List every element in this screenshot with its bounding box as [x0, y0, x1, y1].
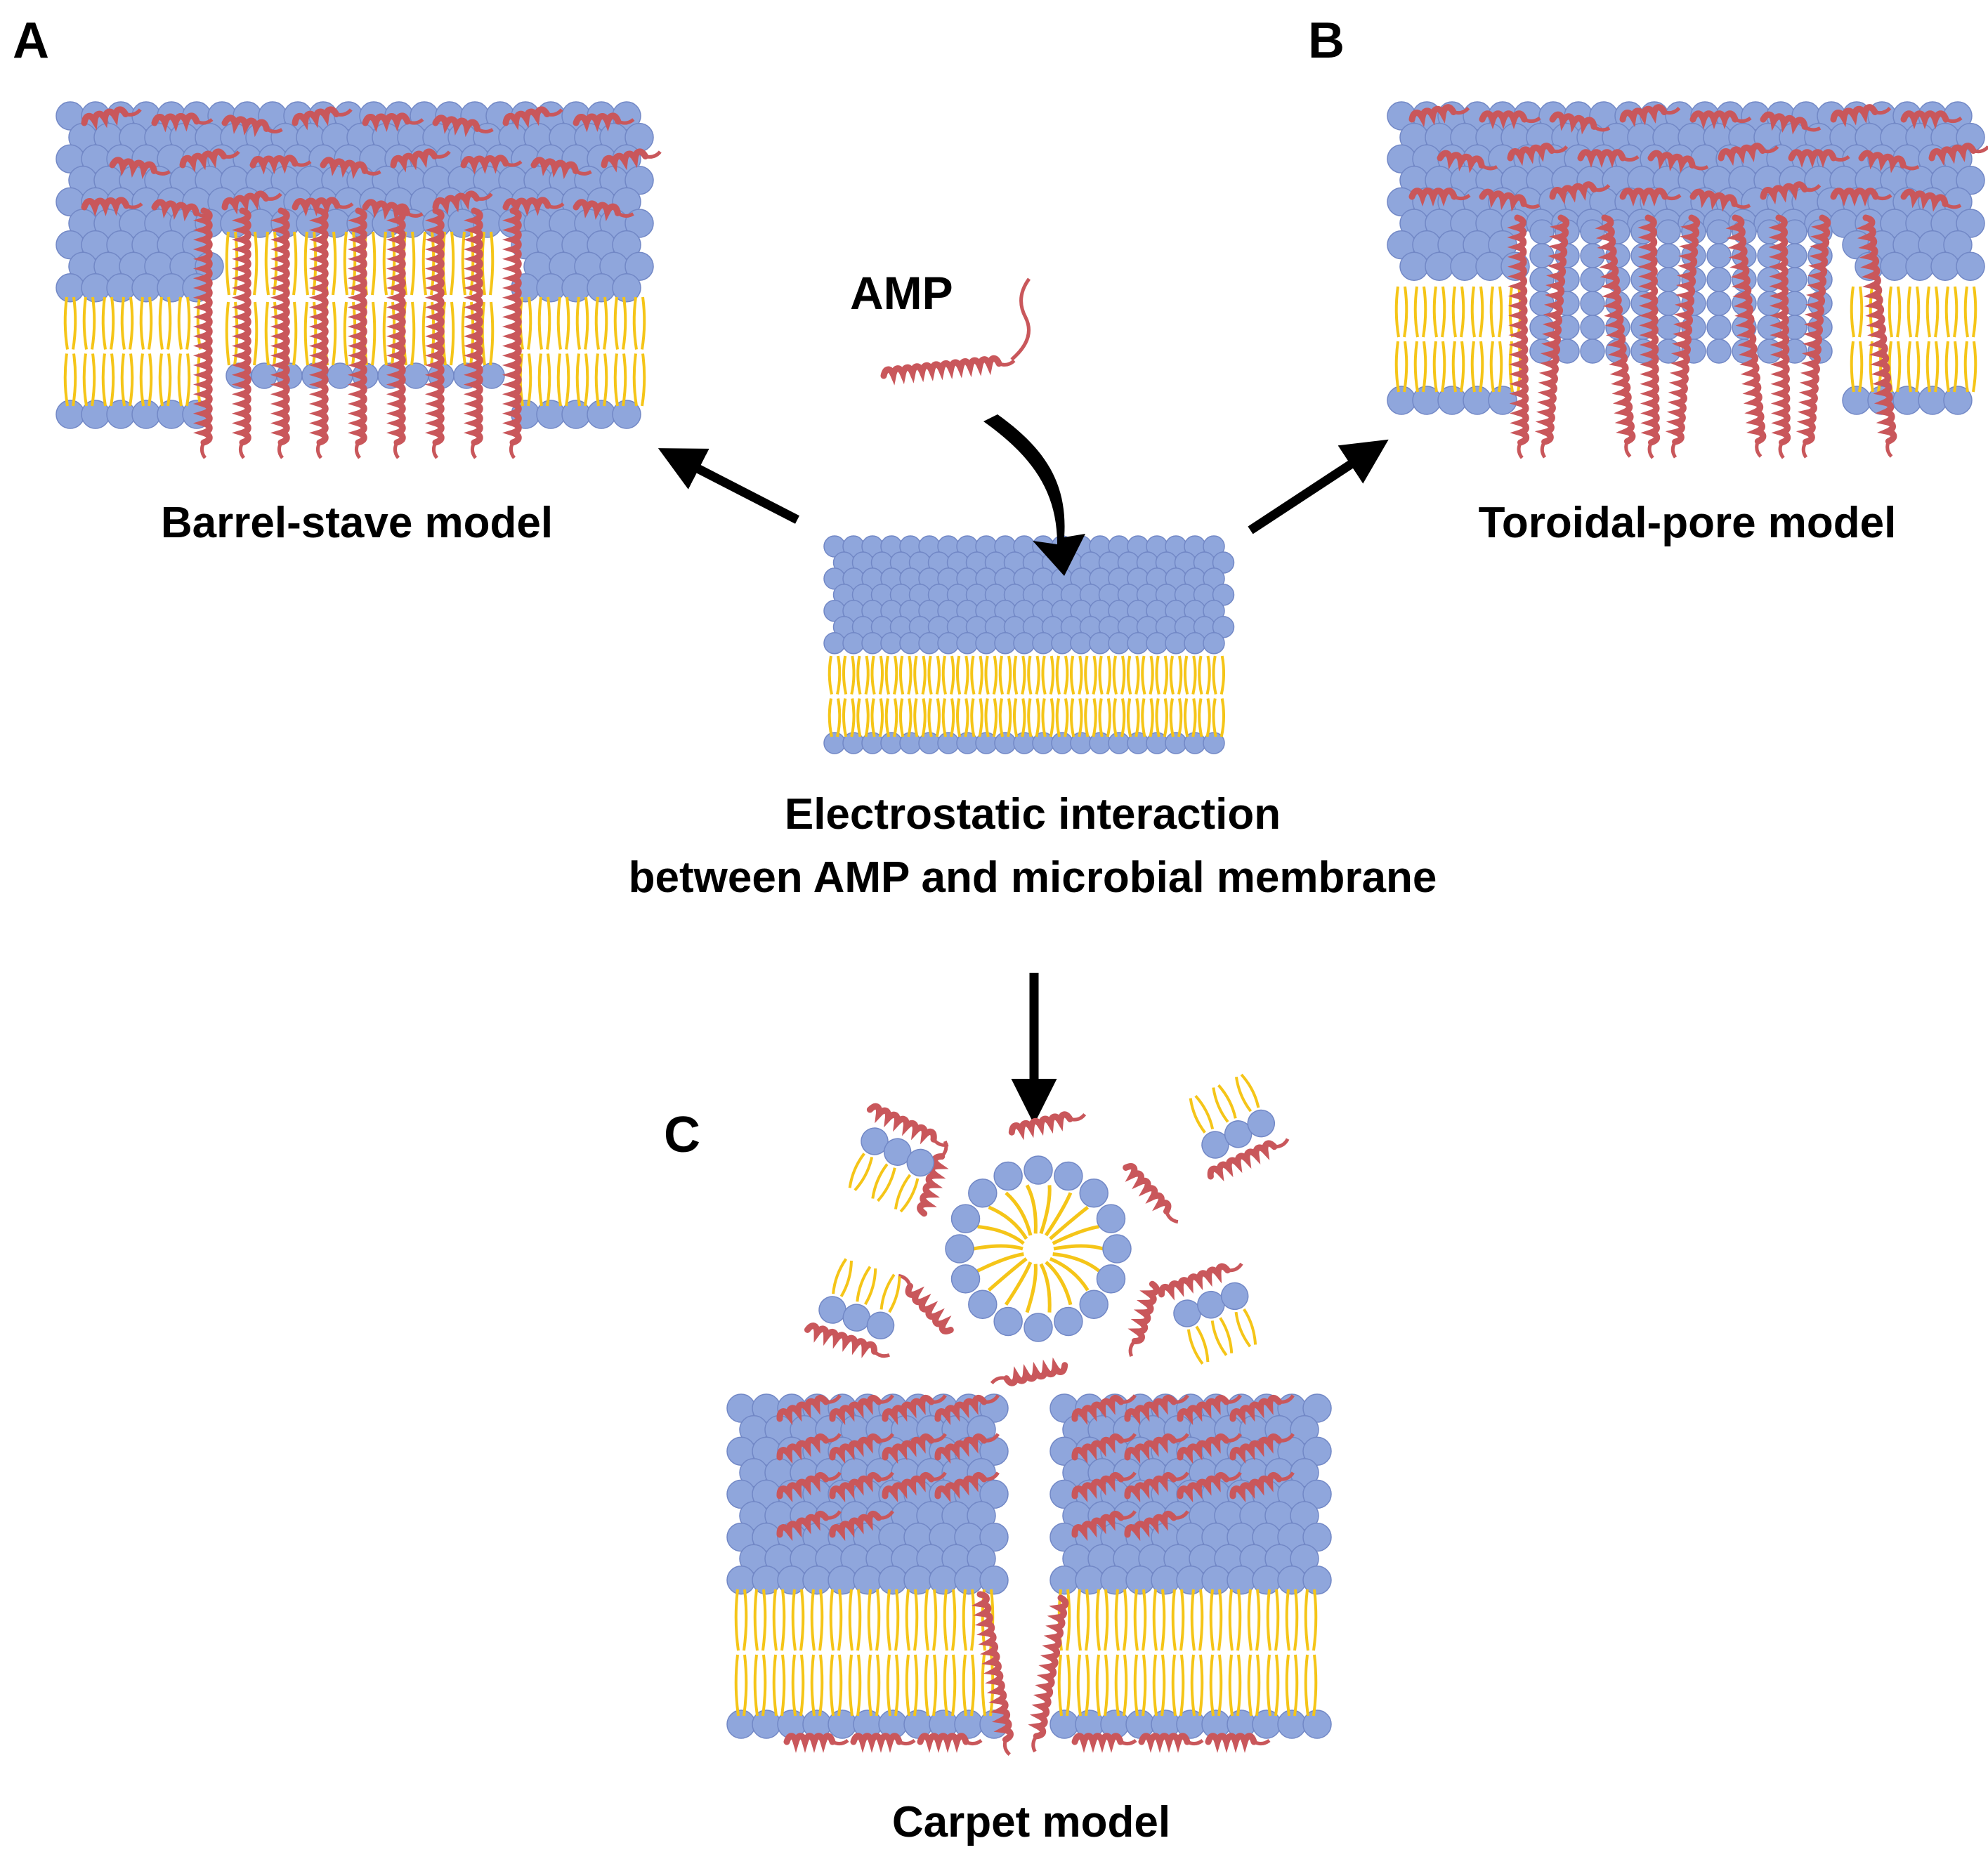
arrow-to-barrel-stave [658, 448, 799, 524]
electrostatic-caption-line1: Electrostatic interaction [785, 790, 1281, 839]
microbial-membrane [823, 535, 1235, 754]
panel-label-b: B [1308, 13, 1345, 69]
carpet-membrane-right [1028, 1393, 1332, 1753]
toroidal-pore-membrane [1387, 101, 1988, 459]
barrel-stave-caption: Barrel-stave model [161, 499, 553, 547]
barrel-stave-membrane [55, 101, 662, 459]
lipid-fragment [1158, 1262, 1257, 1365]
carpet-membrane-left [726, 1393, 1014, 1757]
curved-arrow-icon [983, 414, 1085, 576]
amp-label: AMP [850, 267, 953, 319]
lipid-fragment [848, 1103, 949, 1213]
arrow-to-toroidal-pore [1248, 439, 1389, 534]
carpet-caption: Carpet model [892, 1798, 1170, 1846]
panel-label-c: C [664, 1107, 700, 1163]
micelle [898, 1111, 1179, 1386]
panel-label-a: A [13, 13, 49, 69]
lipid-fragment [1189, 1073, 1290, 1182]
toroidal-pore-caption: Toroidal-pore model [1479, 499, 1897, 547]
lipid-fragment [804, 1258, 901, 1358]
amp-peptide-icon [880, 277, 1031, 386]
electrostatic-caption-line2: between AMP and microbial membrane [629, 853, 1437, 902]
